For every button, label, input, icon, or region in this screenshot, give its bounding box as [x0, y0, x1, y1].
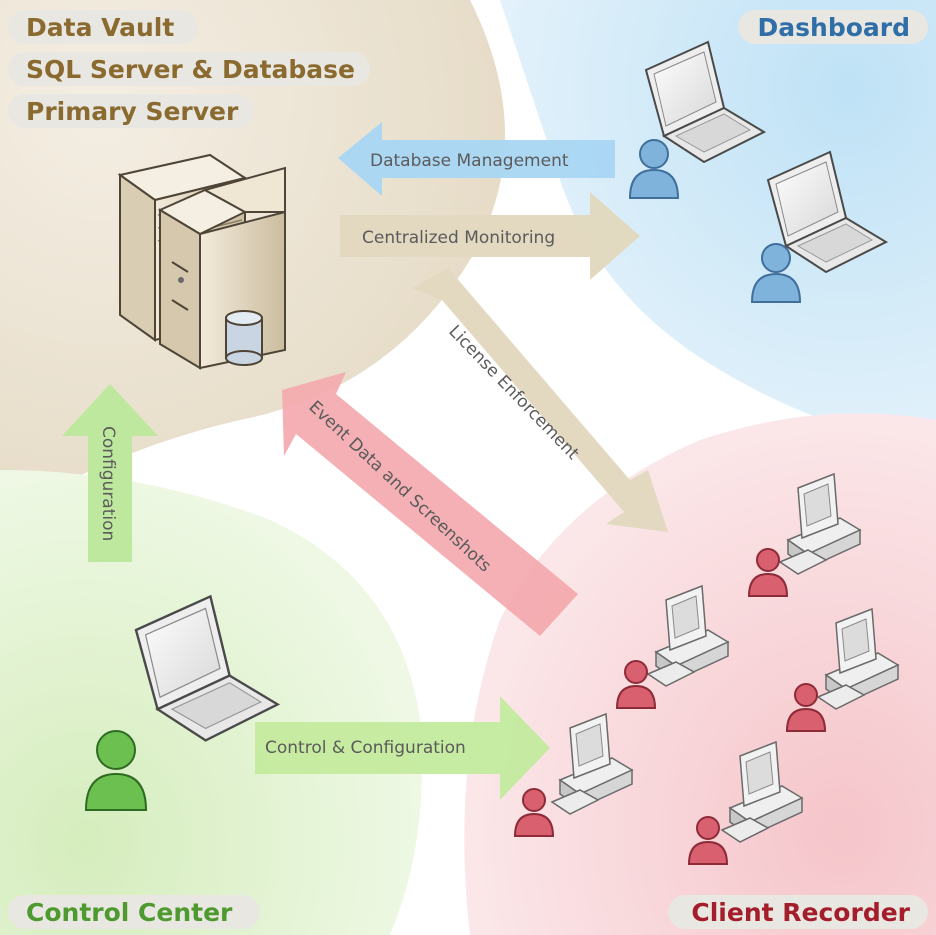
event-data-label: Event Data and Screenshots: [305, 397, 495, 576]
control-center-label: Control Center: [8, 895, 260, 929]
database-management-label: Database Management: [370, 151, 569, 171]
centralized-monitoring-arrow: Centralized Monitoring: [340, 192, 640, 280]
database-icon: [225, 310, 263, 366]
dashboard-zone: [500, 0, 936, 450]
centralized-monitoring-label: Centralized Monitoring: [362, 228, 555, 248]
configuration-arrow: Configuration: [62, 384, 158, 562]
server-icon: [117, 153, 286, 370]
control-configuration-arrow: Control & Configuration: [255, 696, 550, 800]
sql-server-label: SQL Server & Database: [8, 52, 370, 86]
control-configuration-label: Control & Configuration: [265, 738, 466, 758]
configuration-label: Configuration: [98, 426, 118, 541]
primary-server-label: Primary Server: [8, 94, 254, 128]
control-center-user: [84, 595, 279, 811]
database-management-arrow: Database Management: [338, 122, 615, 196]
client-recorder-label: Client Recorder: [668, 895, 928, 929]
data-vault-label: Data Vault: [8, 10, 198, 44]
license-enforcement-label: License Enforcement: [444, 322, 582, 464]
dashboard-label: Dashboard: [738, 10, 928, 44]
